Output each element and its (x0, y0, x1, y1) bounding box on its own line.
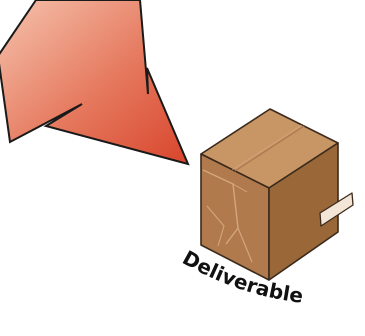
box-icon (201, 109, 353, 280)
arrow-icon (0, 0, 188, 164)
